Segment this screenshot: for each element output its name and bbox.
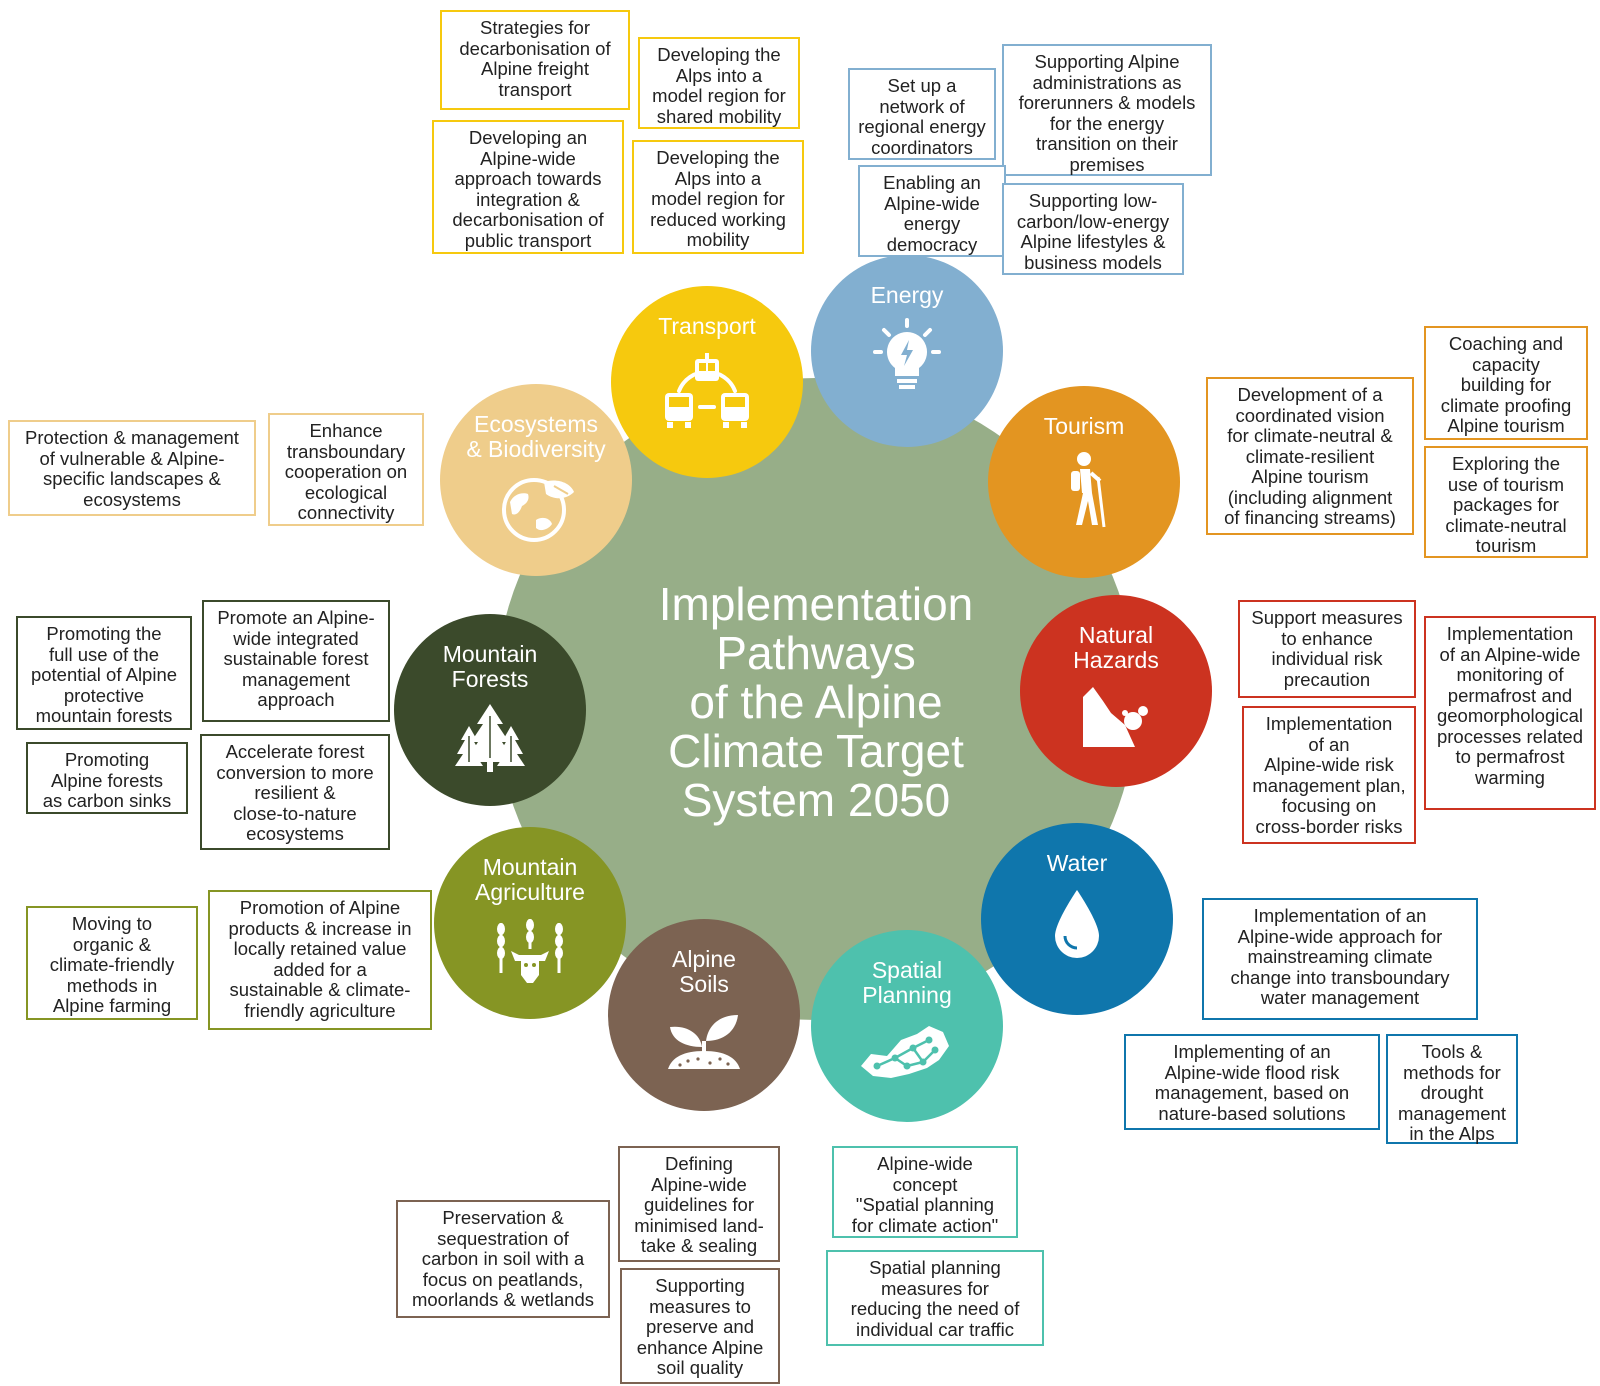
sprout-soil-icon xyxy=(668,1015,740,1069)
action-box: Moving to organic & climate-friendly met… xyxy=(26,906,198,1020)
action-box: Supporting low- carbon/low-energy Alpine… xyxy=(1002,183,1184,275)
lightbulb-icon xyxy=(873,318,941,389)
action-box: Tools & methods for drought management i… xyxy=(1386,1034,1518,1144)
action-box: Spatial planning measures for reducing t… xyxy=(826,1250,1044,1346)
theme-label: Mountain Forests xyxy=(442,641,538,692)
action-box: Protection & management of vulnerable & … xyxy=(8,420,256,516)
theme-label: Water xyxy=(1046,850,1108,876)
theme-mountain-agriculture: Mountain Agriculture xyxy=(434,827,626,1019)
theme-label: Spatial Planning xyxy=(862,957,952,1008)
action-box: Implementation of an Alpine-wide monitor… xyxy=(1424,616,1596,810)
action-box: Implementing of an Alpine-wide flood ris… xyxy=(1124,1034,1380,1130)
theme-label: Mountain Agriculture xyxy=(475,854,585,905)
theme-alpine-soils: Alpine Soils xyxy=(608,919,800,1111)
wheat-cow-icon xyxy=(497,919,563,983)
fir-trees-icon xyxy=(455,704,525,772)
rockfall-icon xyxy=(1083,687,1148,747)
action-box: Implementation of an Alpine-wide approac… xyxy=(1202,898,1478,1020)
action-box: Promote an Alpine- wide integrated susta… xyxy=(202,600,390,722)
water-drop-icon xyxy=(1055,890,1099,958)
action-box: Set up a network of regional energy coor… xyxy=(848,68,996,160)
theme-spatial-planning: Spatial Planning xyxy=(811,930,1003,1122)
theme-energy: Energy xyxy=(811,255,1003,447)
action-box: Support measures to enhance individual r… xyxy=(1238,600,1416,698)
action-box: Enabling an Alpine-wide energy democracy xyxy=(858,165,1006,257)
action-box: Supporting measures to preserve and enha… xyxy=(620,1268,780,1384)
theme-label: Alpine Soils xyxy=(672,946,736,997)
cable-car-bus-train-icon xyxy=(665,353,749,428)
theme-ecosystems-biodiversity: Ecosystems & Biodiversity xyxy=(440,384,632,576)
action-box: Developing the Alps into a model region … xyxy=(638,37,800,129)
action-box: Defining Alpine-wide guidelines for mini… xyxy=(618,1146,780,1262)
action-box: Preservation & sequestration of carbon i… xyxy=(396,1200,610,1318)
action-box: Alpine-wide concept "Spatial planning fo… xyxy=(832,1146,1018,1238)
theme-mountain-forests: Mountain Forests xyxy=(394,614,586,806)
theme-label: Tourism xyxy=(1043,413,1125,439)
globe-leaf-icon xyxy=(502,478,574,542)
network-map-icon xyxy=(861,1026,949,1078)
action-box: Developing the Alps into a model region … xyxy=(632,140,804,254)
action-box: Coaching and capacity building for clima… xyxy=(1424,326,1588,440)
hiker-icon xyxy=(1071,452,1106,528)
action-box: Implementation of an Alpine-wide risk ma… xyxy=(1242,706,1416,844)
center-title: Implementation Pathways of the Alpine Cl… xyxy=(658,578,974,826)
theme-label: Energy xyxy=(870,282,944,308)
action-box: Accelerate forest conversion to more res… xyxy=(200,734,390,850)
theme-label: Natural Hazards xyxy=(1073,622,1159,673)
action-box: Enhance transboundary cooperation on eco… xyxy=(268,413,424,526)
action-box: Promotion of Alpine products & increase … xyxy=(208,890,432,1030)
theme-label: Transport xyxy=(658,313,756,339)
action-box: Developing an Alpine-wide approach towar… xyxy=(432,120,624,254)
action-box: Supporting Alpine administrations as for… xyxy=(1002,44,1212,176)
action-box: Strategies for decarbonisation of Alpine… xyxy=(440,10,630,110)
theme-natural-hazards: Natural Hazards xyxy=(1020,595,1212,787)
theme-tourism: Tourism xyxy=(988,386,1180,578)
theme-water: Water xyxy=(981,823,1173,1015)
theme-label: Ecosystems & Biodiversity xyxy=(466,411,606,462)
action-box: Development of a coordinated vision for … xyxy=(1206,377,1414,535)
action-box: Promoting the full use of the potential … xyxy=(16,616,192,730)
theme-transport: Transport xyxy=(611,286,803,478)
action-box: Promoting Alpine forests as carbon sinks xyxy=(26,742,188,814)
action-box: Exploring the use of tourism packages fo… xyxy=(1424,446,1588,558)
